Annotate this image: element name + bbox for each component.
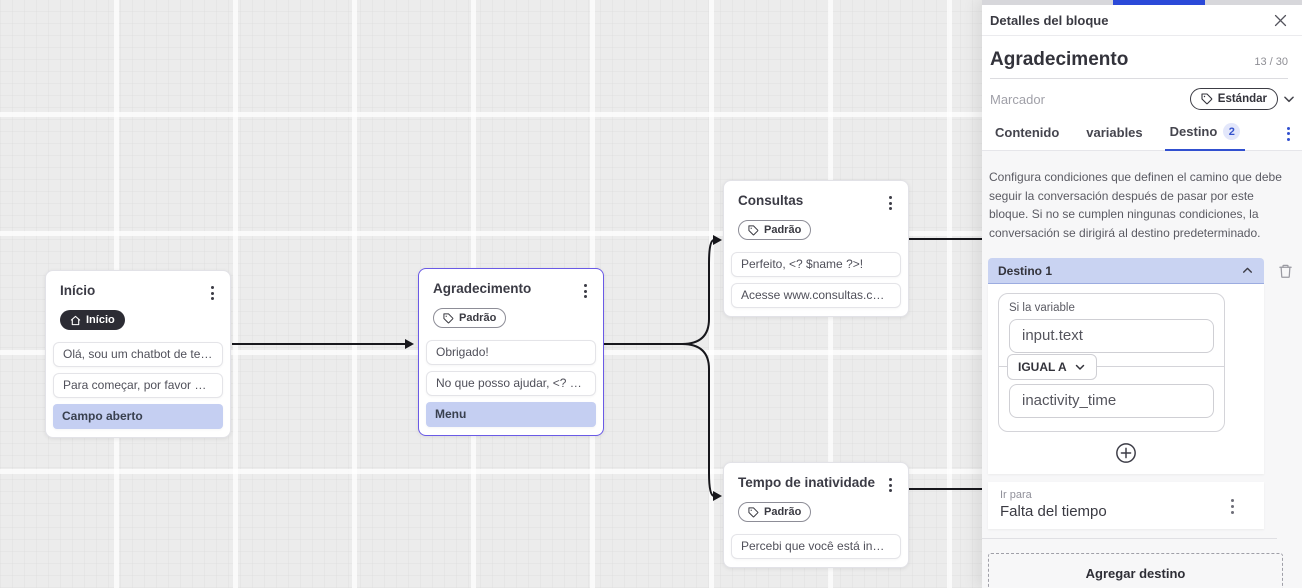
tag-pill: Padrão bbox=[738, 502, 812, 523]
block-details-panel: Detalles del bloque Agradecimento 13 / 3… bbox=[982, 0, 1302, 588]
chevron-down-icon[interactable] bbox=[1282, 92, 1296, 106]
message-item[interactable]: Olá, sou um chatbot de teste! bbox=[53, 341, 223, 367]
message-item[interactable]: Para começar, por favor digite o ... bbox=[53, 372, 223, 398]
tab-contenido[interactable]: Contenido bbox=[995, 125, 1060, 140]
standard-tag-pill[interactable]: Estándar bbox=[1189, 88, 1278, 110]
node-title: Agradecimento bbox=[433, 281, 532, 296]
edge-agradecimento-consultas[interactable] bbox=[604, 235, 722, 345]
char-counter: 13 / 30 bbox=[1254, 56, 1288, 68]
tag-icon bbox=[748, 507, 759, 518]
node-menu-icon[interactable] bbox=[885, 475, 896, 495]
node-title: Tempo de inatividade bbox=[738, 475, 876, 490]
tab-destino[interactable]: Destino 2 bbox=[1164, 119, 1246, 151]
variable-label: Si la variable bbox=[1009, 302, 1075, 315]
standard-tag-label: Estándar bbox=[1217, 93, 1267, 105]
go-to-value: Falta del tiempo bbox=[1000, 503, 1107, 521]
tag-pill-label: Padrão bbox=[459, 312, 497, 325]
destination-header[interactable]: Destino 1 bbox=[988, 258, 1264, 285]
node-inicio[interactable]: Início Início Olá, sou um chatbot de tes… bbox=[45, 270, 231, 438]
destination-card: Destino 1 Si la variable input.text IGUA… bbox=[988, 258, 1264, 530]
destination-description: Configura condiciones que definen el cam… bbox=[989, 170, 1282, 240]
go-to-row[interactable]: Ir para Falta del tiempo bbox=[988, 482, 1264, 530]
start-badge: Início bbox=[60, 310, 125, 331]
destination-title: Destino 1 bbox=[998, 263, 1053, 278]
node-consultas[interactable]: Consultas Padrão Perfeito, <? $name ?>! … bbox=[723, 180, 909, 317]
node-menu-icon[interactable] bbox=[885, 193, 896, 213]
tabs-menu-icon[interactable] bbox=[1283, 124, 1294, 150]
message-item[interactable]: Acesse www.consultas.com par... bbox=[731, 282, 901, 308]
home-icon bbox=[70, 315, 81, 326]
trash-icon[interactable] bbox=[1278, 263, 1293, 279]
panel-tabs: Contenido variables Destino 2 bbox=[982, 119, 1302, 151]
block-name-input[interactable]: Agradecimento bbox=[990, 49, 1129, 70]
tag-pill: Padrão bbox=[433, 308, 507, 329]
name-field-underline bbox=[990, 78, 1288, 79]
go-to-menu-icon[interactable] bbox=[1227, 496, 1238, 516]
tag-pill: Padrão bbox=[738, 220, 812, 241]
variable-input[interactable]: input.text bbox=[1009, 319, 1214, 354]
message-item[interactable]: Percebi que você está inativo. C... bbox=[731, 533, 901, 559]
chevron-up-icon[interactable] bbox=[1241, 264, 1254, 277]
start-badge-label: Início bbox=[86, 314, 115, 327]
add-destination-button[interactable]: Agregar destino bbox=[988, 553, 1283, 588]
node-menu-icon[interactable] bbox=[580, 281, 591, 301]
node-title: Início bbox=[60, 283, 96, 298]
tag-icon bbox=[443, 313, 454, 324]
active-tab-indicator bbox=[1113, 0, 1205, 5]
tab-variables[interactable]: variables bbox=[1086, 125, 1143, 140]
node-menu-icon[interactable] bbox=[207, 283, 218, 303]
tag-pill-label: Padrão bbox=[764, 224, 802, 237]
panel-title: Detalles del bloque bbox=[990, 13, 1109, 28]
node-tempo-inatividade[interactable]: Tempo de inatividade Padrão Percebi que … bbox=[723, 462, 909, 568]
node-title: Consultas bbox=[738, 193, 804, 208]
section-divider bbox=[982, 538, 1277, 540]
message-item[interactable]: No que posso ajudar, <? $name ... bbox=[426, 370, 596, 396]
top-tab-strip bbox=[982, 0, 1302, 5]
message-item[interactable]: Obrigado! bbox=[426, 339, 596, 365]
tag-icon bbox=[748, 225, 759, 236]
chevron-down-icon bbox=[1074, 361, 1086, 373]
add-condition-icon[interactable] bbox=[1115, 442, 1137, 464]
destino-count-badge: 2 bbox=[1223, 123, 1241, 140]
menu-item[interactable]: Menu bbox=[426, 401, 596, 427]
close-icon[interactable] bbox=[1273, 13, 1288, 28]
tag-icon bbox=[1201, 93, 1213, 105]
condition-builder: Si la variable input.text IGUAL A inacti… bbox=[998, 293, 1225, 433]
edge-agradecimento-tempo[interactable] bbox=[604, 343, 722, 501]
marker-field[interactable]: Marcador bbox=[990, 91, 1045, 107]
open-field-item[interactable]: Campo aberto bbox=[53, 403, 223, 429]
node-agradecimento[interactable]: Agradecimento Padrão Obrigado! No que po… bbox=[418, 268, 604, 436]
value-input[interactable]: inactivity_time bbox=[1009, 384, 1214, 419]
go-to-label: Ir para bbox=[1000, 489, 1032, 502]
tag-pill-label: Padrão bbox=[764, 506, 802, 519]
operator-select[interactable]: IGUAL A bbox=[1007, 354, 1097, 381]
message-item[interactable]: Perfeito, <? $name ?>! bbox=[731, 251, 901, 277]
